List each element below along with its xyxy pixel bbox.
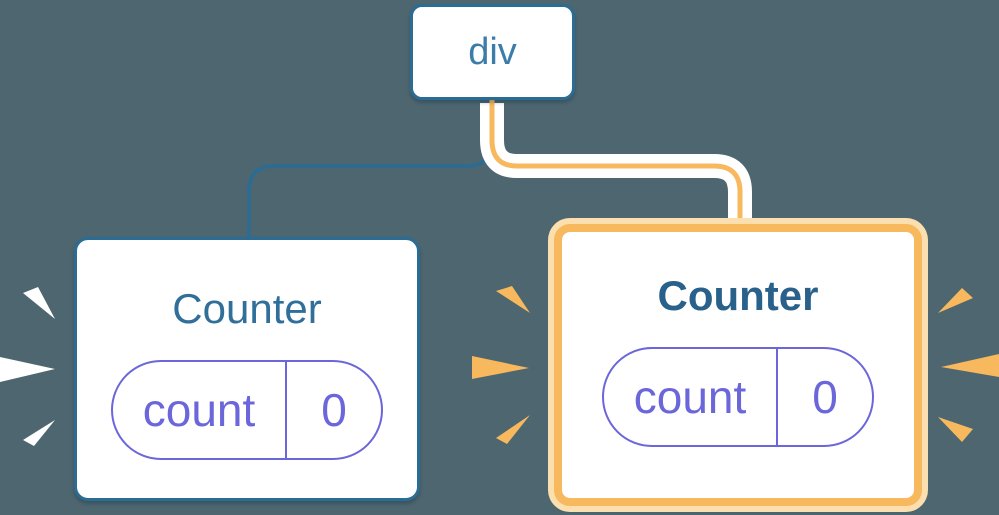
state-value-label: 0 — [321, 384, 347, 436]
sparkle-white-middle-icon — [0, 357, 55, 382]
state-value-label: 0 — [812, 371, 838, 423]
state-key-label: count — [604, 349, 778, 445]
sparkle-orange-right-top-icon — [938, 288, 973, 313]
sparkle-orange-right-middle-icon — [941, 354, 999, 377]
sparkle-orange-right-bottom-icon — [938, 417, 973, 442]
sparkle-orange-left-top-icon — [496, 286, 530, 313]
edge-div-to-right-counter — [489, 100, 743, 222]
tree-node-div: div — [410, 4, 575, 100]
counter-right-title: Counter — [657, 272, 819, 319]
sparkle-orange-left-bottom-icon — [496, 415, 530, 444]
counter-left-state-pill: count 0 — [111, 360, 383, 460]
counter-card-left: Counter count 0 — [74, 237, 420, 501]
state-key-label: count — [113, 362, 287, 458]
counter-card-right-highlighted: Counter count 0 — [554, 224, 922, 506]
counter-right-state-pill: count 0 — [602, 347, 874, 447]
tree-node-div-label: div — [468, 30, 517, 73]
sparkle-white-bottom-icon — [23, 420, 55, 446]
counter-left-title: Counter — [172, 285, 322, 332]
sparkle-orange-left-middle-icon — [472, 356, 529, 379]
sparkle-white-top-icon — [23, 287, 55, 319]
